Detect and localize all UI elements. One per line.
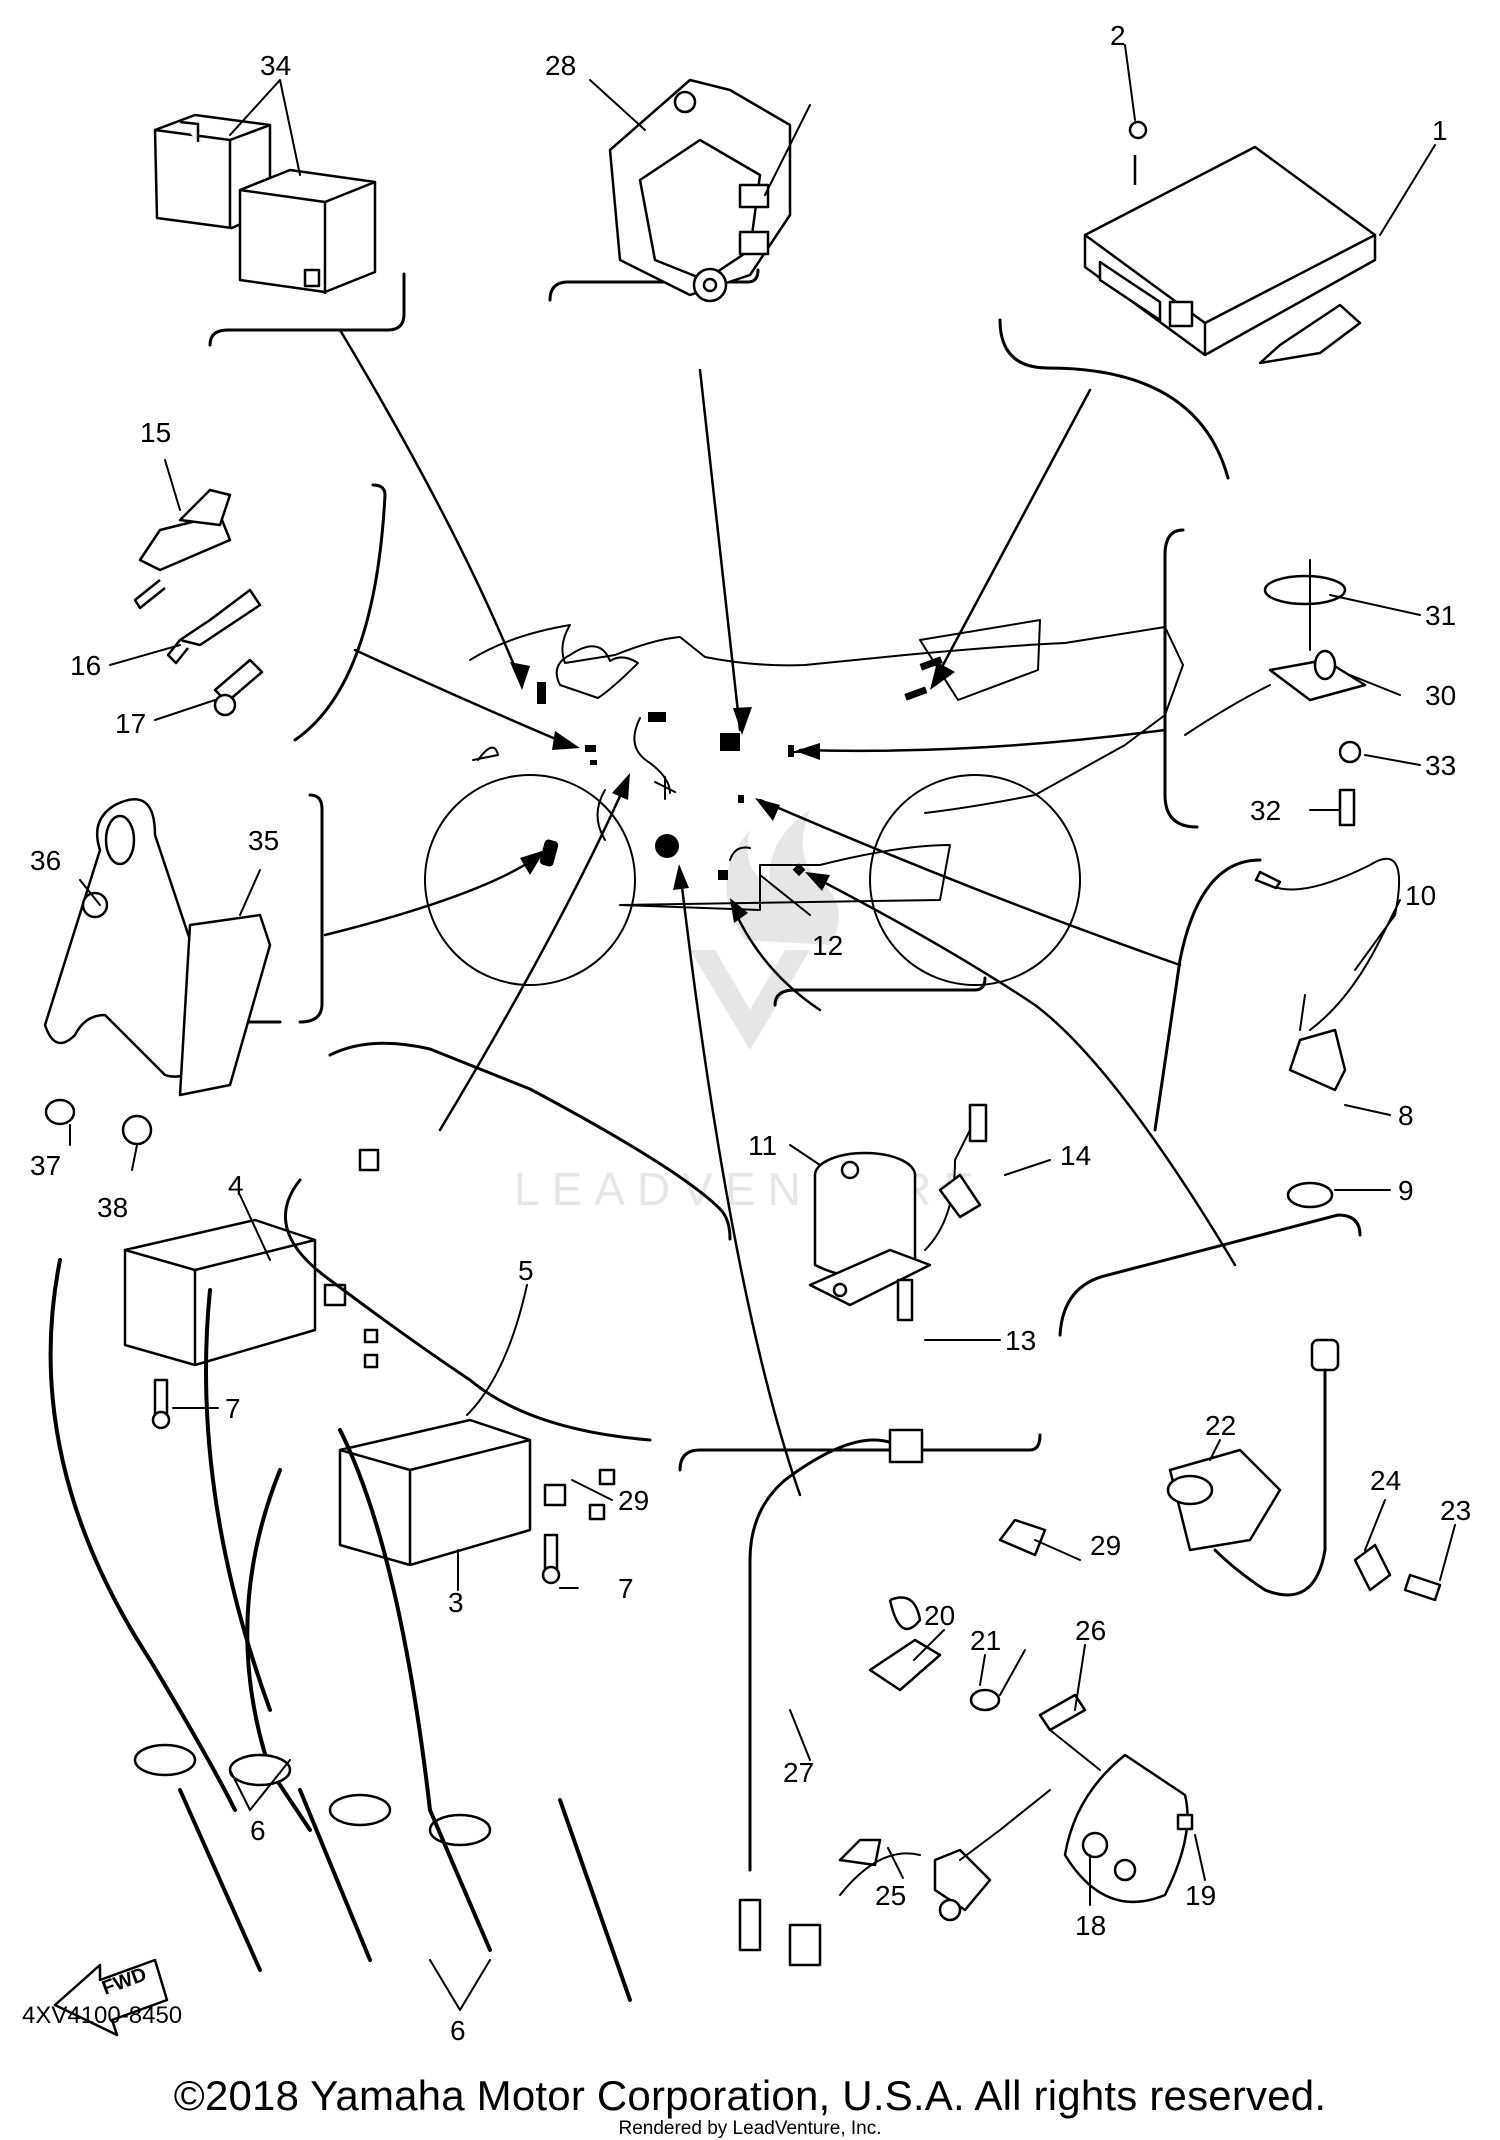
callout-25: 25 xyxy=(875,1880,906,1911)
callout-8: 8 xyxy=(1398,1100,1414,1131)
callout-16: 16 xyxy=(70,650,101,681)
callout-28: 28 xyxy=(545,50,576,81)
relay-unit-34 xyxy=(153,113,377,294)
callout-13: 13 xyxy=(1005,1325,1036,1356)
ignition-coils-3-4 xyxy=(123,1148,652,1585)
callout-9: 9 xyxy=(1398,1175,1414,1206)
lead-and-sensor-8-9-10 xyxy=(1254,857,1401,1209)
callout-19: 19 xyxy=(1185,1880,1216,1911)
callout-27: 27 xyxy=(783,1757,814,1788)
callout-1: 1 xyxy=(1432,115,1448,146)
callout-7a: 7 xyxy=(225,1393,241,1424)
callout-5: 5 xyxy=(518,1255,534,1286)
sensors-15-16-17 xyxy=(133,488,264,717)
callout-31: 31 xyxy=(1425,600,1456,631)
callout-21: 21 xyxy=(970,1625,1001,1656)
callout-37: 37 xyxy=(30,1150,61,1181)
callout-7b: 7 xyxy=(618,1573,634,1604)
callout-18: 18 xyxy=(1075,1910,1106,1941)
callout-3: 3 xyxy=(448,1587,464,1618)
callout-4: 4 xyxy=(228,1170,244,1201)
callout-23: 23 xyxy=(1440,1495,1471,1526)
bracket-35-36-37-38 xyxy=(43,798,272,1146)
callout-26: 26 xyxy=(1075,1615,1106,1646)
callout-2: 2 xyxy=(1110,20,1126,51)
callout-6b: 6 xyxy=(450,2015,466,2046)
callout-14: 14 xyxy=(1060,1140,1091,1171)
callout-11: 11 xyxy=(748,1130,777,1161)
callout-leaders xyxy=(69,44,1456,2011)
callout-38: 38 xyxy=(97,1192,128,1223)
callout-12: 12 xyxy=(812,930,843,961)
callout-6a: 6 xyxy=(250,1815,266,1846)
callout-34: 34 xyxy=(260,50,291,81)
speed-sensor-22-23-24 xyxy=(1166,1338,1442,1602)
ecu-1 xyxy=(1083,120,1377,365)
starter-motor-11-13-14 xyxy=(808,1103,988,1322)
group-leader-lines xyxy=(323,328,1237,1497)
callout-10: 10 xyxy=(1405,880,1436,911)
pickup-coil-assembly xyxy=(738,1428,1194,1967)
rendered-by-credit: Rendered by LeadVenture, Inc. xyxy=(618,2118,882,2139)
motorcycle-silhouette xyxy=(424,619,1184,986)
fwd-arrow-icon: FWD xyxy=(53,1958,169,2037)
callout-20: 20 xyxy=(924,1600,955,1631)
group-brackets xyxy=(183,268,1362,1472)
callout-24: 24 xyxy=(1370,1465,1401,1496)
callout-numbers: 1 2 34 28 15 16 17 31 30 33 32 36 35 37 … xyxy=(30,20,1471,2046)
copyright-notice: ©2018 Yamaha Motor Corporation, U.S.A. A… xyxy=(173,2072,1327,2119)
starter-relay-28 xyxy=(608,78,811,303)
callout-22: 22 xyxy=(1205,1410,1236,1441)
callout-35: 35 xyxy=(248,825,279,856)
callout-36: 36 xyxy=(30,845,61,876)
callout-32: 32 xyxy=(1250,795,1281,826)
callout-15: 15 xyxy=(140,417,171,448)
callout-30: 30 xyxy=(1425,680,1456,711)
callout-29b: 29 xyxy=(1090,1530,1121,1561)
sidestand-switch-30-31 xyxy=(1184,559,1367,827)
callout-29: 29 xyxy=(618,1485,649,1516)
callout-33: 33 xyxy=(1425,750,1456,781)
plug-caps-6 xyxy=(48,1258,632,2002)
callout-17: 17 xyxy=(115,708,146,739)
diagram-code: 4XV4100-8450 xyxy=(22,2002,183,2029)
